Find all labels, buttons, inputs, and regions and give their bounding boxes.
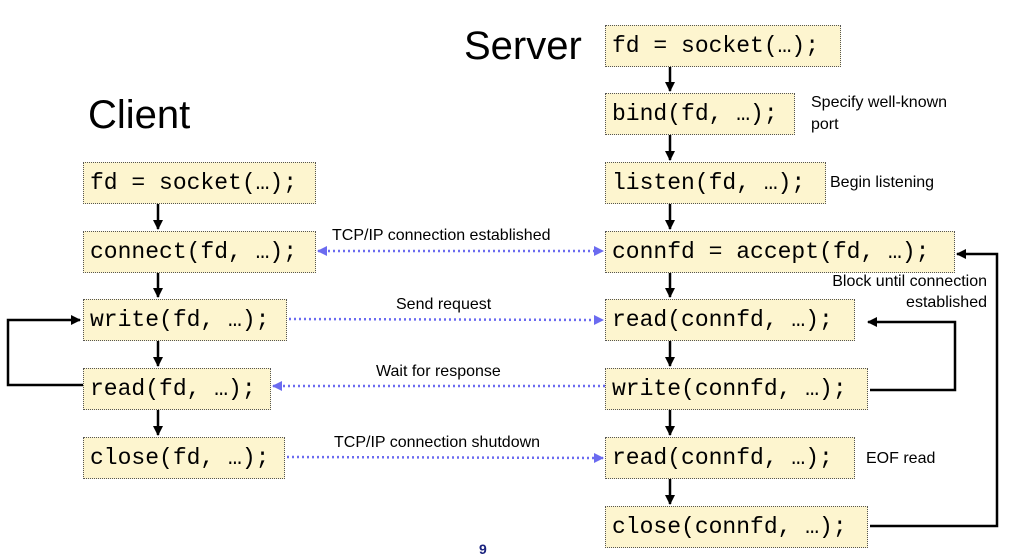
- accept-note-line1: Block until connection: [832, 273, 987, 290]
- client-loop-arrow: [6, 315, 83, 387]
- server-loop-arrow: [867, 317, 957, 392]
- listen-note: Begin listening: [830, 174, 935, 191]
- link-send-request: [288, 314, 604, 325]
- send-request-label: Send request: [396, 296, 492, 313]
- bind-note-line2: port: [811, 116, 839, 133]
- server-read-eof-box: read(connfd, …);: [605, 437, 855, 479]
- server-close-box: close(connfd, …);: [605, 506, 868, 548]
- server-listen-box: listen(fd, …);: [605, 162, 826, 204]
- client-close-box: close(fd, …);: [83, 437, 285, 479]
- connection-shutdown-label: TCP/IP connection shutdown: [334, 434, 541, 451]
- server-close-to-accept-arrow: [870, 249, 999, 528]
- client-heading: Client: [88, 93, 191, 137]
- client-write-box: write(fd, …);: [83, 299, 287, 341]
- server-bind-box: bind(fd, …);: [605, 93, 795, 135]
- server-accept-box: connfd = accept(fd, …);: [605, 231, 955, 273]
- client-read-box: read(fd, …);: [83, 368, 271, 410]
- server-socket-box: fd = socket(…);: [605, 25, 841, 67]
- link-connection-shutdown: [286, 452, 604, 463]
- client-connect-box: connect(fd, …);: [83, 231, 316, 273]
- bind-note-line1: Specify well-known: [811, 94, 948, 111]
- connection-established-label: TCP/IP connection established: [332, 227, 551, 244]
- server-heading: Server: [464, 24, 582, 68]
- accept-note-line2: established: [906, 294, 987, 311]
- server-write-box: write(connfd, …);: [605, 368, 868, 410]
- eof-note: EOF read: [866, 450, 936, 467]
- client-socket-box: fd = socket(…);: [83, 162, 316, 204]
- wait-response-label: Wait for response: [376, 363, 501, 380]
- server-read-box: read(connfd, …);: [605, 299, 855, 341]
- page-number: 9: [479, 541, 487, 557]
